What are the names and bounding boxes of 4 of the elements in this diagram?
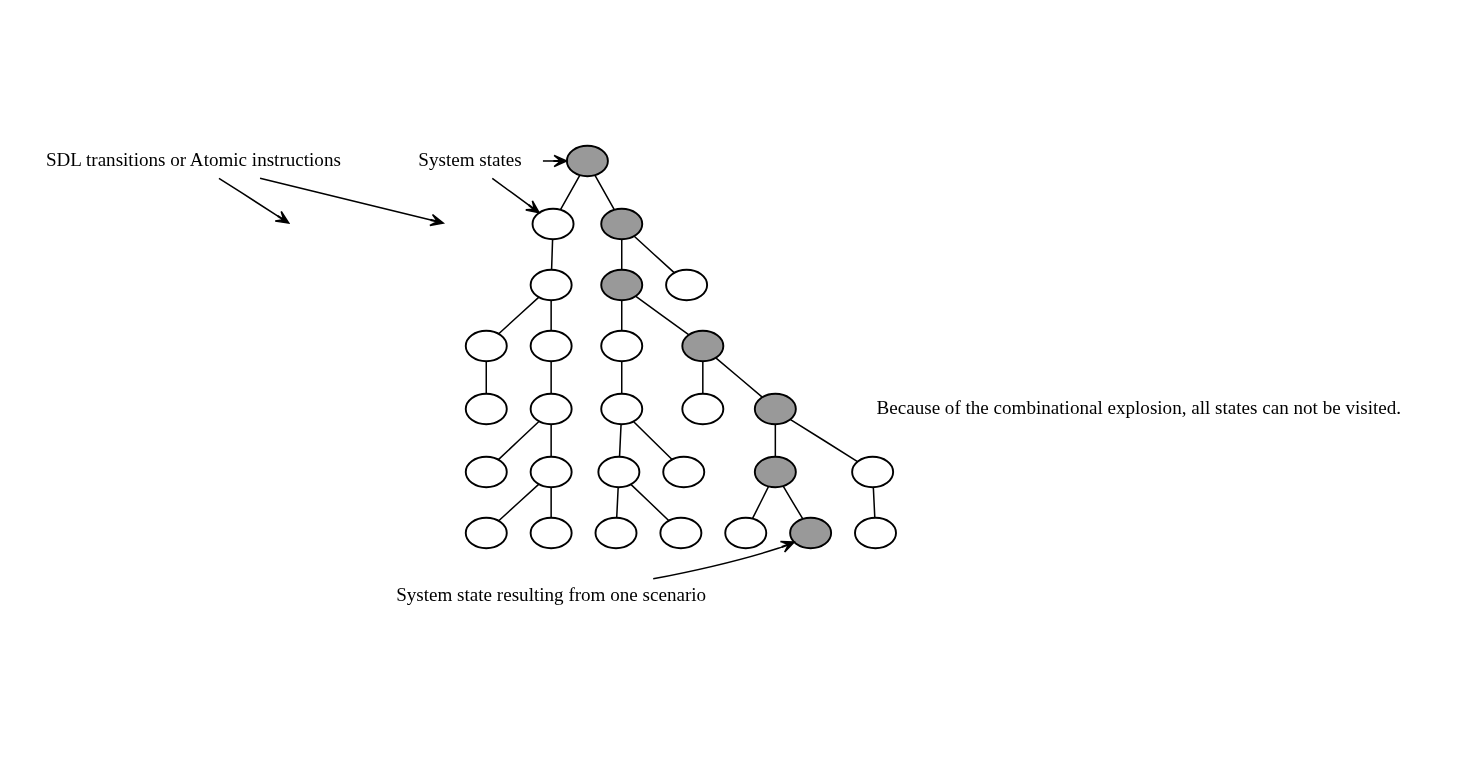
node-text: System states [418, 148, 522, 170]
node-text: System state resulting from one scenario [396, 583, 707, 605]
node-text: SDL transitions or Atomic instructions [45, 148, 341, 170]
label: Because of the combinational explosion, all states can not be visited. [876, 396, 1402, 418]
